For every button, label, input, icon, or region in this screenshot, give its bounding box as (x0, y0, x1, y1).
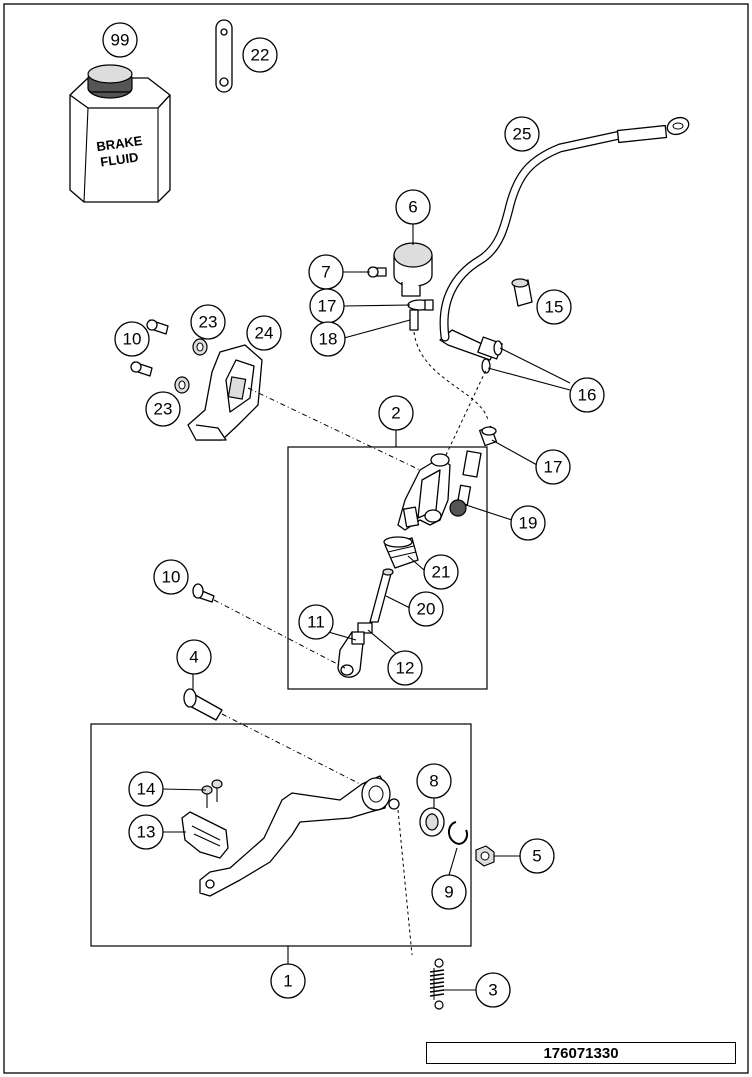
callout-5: 5 (519, 838, 555, 874)
callout-21: 21 (423, 554, 459, 590)
callout-10-upper: 10 (114, 321, 150, 357)
drawing-number: 176071330 (426, 1042, 736, 1064)
svg-text:6: 6 (408, 198, 417, 217)
return-spring (397, 809, 445, 1010)
callout-11: 11 (298, 604, 334, 640)
callout-23-upper: 23 (190, 304, 226, 340)
callout-19: 19 (510, 505, 546, 541)
svg-text:13: 13 (137, 823, 156, 842)
hose-fitting-lower (462, 425, 498, 478)
hose-clamp-upper (407, 299, 434, 311)
callout-12: 12 (387, 650, 423, 686)
callout-16: 16 (569, 377, 605, 413)
master-cylinder (397, 453, 451, 531)
master-cylinder-guard (187, 344, 263, 441)
svg-text:16: 16 (578, 386, 597, 405)
callout-17-upper: 17 (309, 288, 345, 324)
svg-text:8: 8 (429, 772, 438, 791)
svg-text:15: 15 (545, 298, 564, 317)
dust-boot (383, 536, 419, 569)
banjo-bolt (511, 278, 533, 307)
callout-4: 4 (176, 639, 212, 675)
svg-text:99: 99 (111, 31, 130, 50)
bearing (419, 807, 445, 837)
callout-3: 3 (475, 972, 511, 1008)
callout-23-lower: 23 (145, 391, 181, 427)
clevis (337, 631, 365, 678)
svg-text:10: 10 (162, 568, 181, 587)
guard-bolts (130, 319, 169, 377)
svg-text:10: 10 (123, 330, 142, 349)
svg-text:3: 3 (488, 981, 497, 1000)
outer-frame (3, 3, 749, 1074)
callout-2: 2 (378, 395, 414, 431)
svg-text:17: 17 (318, 297, 337, 316)
reservoir-bolt (367, 266, 387, 278)
callout-13: 13 (128, 814, 164, 850)
circlip (448, 821, 468, 845)
callout-99: 99 (102, 22, 138, 58)
brake-fluid-can: BRAKE FLUID (69, 64, 171, 203)
callout-14: 14 (128, 771, 164, 807)
svg-text:24: 24 (255, 324, 274, 343)
svg-text:20: 20 (417, 600, 436, 619)
push-rod (369, 568, 394, 623)
svg-text:25: 25 (513, 125, 532, 144)
callout-1: 1 (270, 963, 306, 999)
can-label-line2: FLUID (99, 149, 139, 169)
brake-line (439, 116, 690, 361)
svg-text:5: 5 (532, 847, 541, 866)
pivot-nut (475, 845, 495, 867)
svg-text:4: 4 (189, 648, 198, 667)
callout-15: 15 (536, 289, 572, 325)
svg-text:19: 19 (519, 514, 538, 533)
group-box-brake-pedal (90, 723, 472, 947)
sealing-washers (481, 340, 503, 374)
svg-text:21: 21 (432, 563, 451, 582)
hose-strap (215, 19, 233, 93)
reservoir-hose (409, 309, 489, 421)
svg-text:14: 14 (137, 780, 156, 799)
bleed-screw (449, 484, 472, 517)
step-plate (181, 811, 229, 859)
svg-text:9: 9 (444, 883, 453, 902)
callout-6: 6 (395, 189, 431, 225)
svg-text:23: 23 (199, 313, 218, 332)
svg-text:18: 18 (319, 330, 338, 349)
svg-text:22: 22 (251, 46, 270, 65)
reservoir (393, 242, 433, 297)
callout-9: 9 (431, 874, 467, 910)
lock-nut (357, 622, 373, 634)
callout-25: 25 (504, 116, 540, 152)
callout-7: 7 (308, 254, 344, 290)
group-box-master-cylinder (287, 446, 488, 690)
brake-pedal (199, 775, 400, 897)
svg-text:11: 11 (307, 613, 325, 632)
step-plate-screws (201, 779, 223, 808)
svg-text:17: 17 (544, 458, 563, 477)
svg-text:23: 23 (154, 400, 173, 419)
svg-text:12: 12 (396, 659, 415, 678)
callout-8: 8 (416, 763, 452, 799)
svg-text:7: 7 (321, 263, 330, 282)
svg-text:2: 2 (391, 404, 400, 423)
guard-nuts (174, 338, 208, 394)
clevis-bolt (192, 583, 215, 603)
can-label-line1: BRAKE (95, 133, 143, 154)
callout-22: 22 (242, 37, 278, 73)
pivot-bolt (183, 688, 223, 721)
callout-10-lower: 10 (153, 559, 189, 595)
callout-18: 18 (310, 321, 346, 357)
callout-24: 24 (246, 315, 282, 351)
callout-20: 20 (408, 591, 444, 627)
callout-17-lower: 17 (535, 449, 571, 485)
svg-text:1: 1 (283, 972, 292, 991)
